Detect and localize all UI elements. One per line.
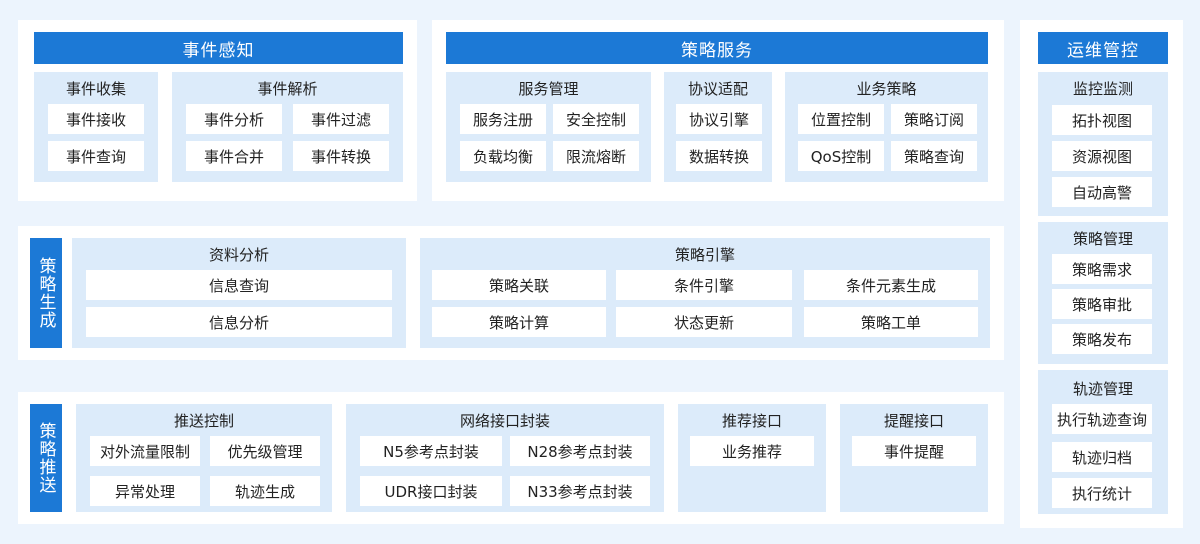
event-parse-title: 事件解析 [257,79,318,98]
service-register-box: 服务注册 [460,104,546,134]
event-convert-box: 事件转换 [293,141,389,171]
strategy-query-box: 策略查询 [891,141,977,171]
resource-view-box: 资源视图 [1052,141,1152,171]
condition-engine-box: 条件引擎 [616,270,792,300]
security-control-box: 安全控制 [553,104,639,134]
protocol-title: 协议适配 [687,79,748,98]
strategy-subscribe-box: 策略订阅 [891,104,977,134]
event-filter-box: 事件过滤 [293,104,389,134]
n28-box: N28参考点封装 [510,436,650,466]
strategy-compute-box: 策略计算 [432,307,606,337]
qos-control-box: QoS控制 [798,141,884,171]
condition-element-box: 条件元素生成 [804,270,978,300]
business-recommend-box: 业务推荐 [690,436,814,466]
trace-generate-box: 轨迹生成 [210,476,320,506]
n5-box: N5参考点封装 [360,436,502,466]
data-convert-box: 数据转换 [676,141,762,171]
event-query-box: 事件查询 [48,141,144,171]
event-perception-title: 事件感知 [34,32,403,64]
remind-if-title: 提醒接口 [883,411,944,430]
network-if-title: 网络接口封装 [459,411,550,430]
priority-mgmt-box: 优先级管理 [210,436,320,466]
push-control-title: 推送控制 [173,411,234,430]
event-remind-box: 事件提醒 [852,436,976,466]
policy-publish-box: 策略发布 [1052,324,1152,354]
policy-demand-box: 策略需求 [1052,254,1152,284]
rate-limit-box: 限流熔断 [553,141,639,171]
n33-box: N33参考点封装 [510,476,650,506]
trace-query-box: 执行轨迹查询 [1052,404,1152,434]
auto-alert-box: 自动高警 [1052,177,1152,207]
event-receive-box: 事件接收 [48,104,144,134]
strategy-engine-title: 策略引擎 [674,245,735,264]
state-update-box: 状态更新 [616,307,792,337]
trace-mgmt-title: 轨迹管理 [1072,379,1133,398]
strategy-link-box: 策略关联 [432,270,606,300]
event-collect-title: 事件收集 [65,79,126,98]
data-analysis-title: 资料分析 [208,245,269,264]
info-analysis-box: 信息分析 [86,307,392,337]
strategy-push-title: 策略推送 [30,404,62,512]
policy-mgmt-title: 策略管理 [1072,229,1133,248]
protocol-engine-box: 协议引擎 [676,104,762,134]
monitor-title: 监控监测 [1072,79,1133,98]
event-merge-box: 事件合并 [186,141,282,171]
traffic-limit-box: 对外流量限制 [90,436,200,466]
exec-stats-box: 执行统计 [1052,478,1152,508]
trace-archive-box: 轨迹归档 [1052,442,1152,472]
info-query-box: 信息查询 [86,270,392,300]
topology-view-box: 拓扑视图 [1052,105,1152,135]
recommend-if-title: 推荐接口 [721,411,782,430]
exception-handle-box: 异常处理 [90,476,200,506]
strategy-ticket-box: 策略工单 [804,307,978,337]
load-balance-box: 负载均衡 [460,141,546,171]
ops-title: 运维管控 [1038,32,1168,64]
event-analysis-box: 事件分析 [186,104,282,134]
location-control-box: 位置控制 [798,104,884,134]
strategy-gen-title: 策略生成 [30,238,62,348]
strategy-service-title: 策略服务 [446,32,988,64]
service-mgmt-title: 服务管理 [518,79,579,98]
business-strategy-title: 业务策略 [856,79,917,98]
udr-box: UDR接口封装 [360,476,502,506]
policy-approve-box: 策略审批 [1052,289,1152,319]
